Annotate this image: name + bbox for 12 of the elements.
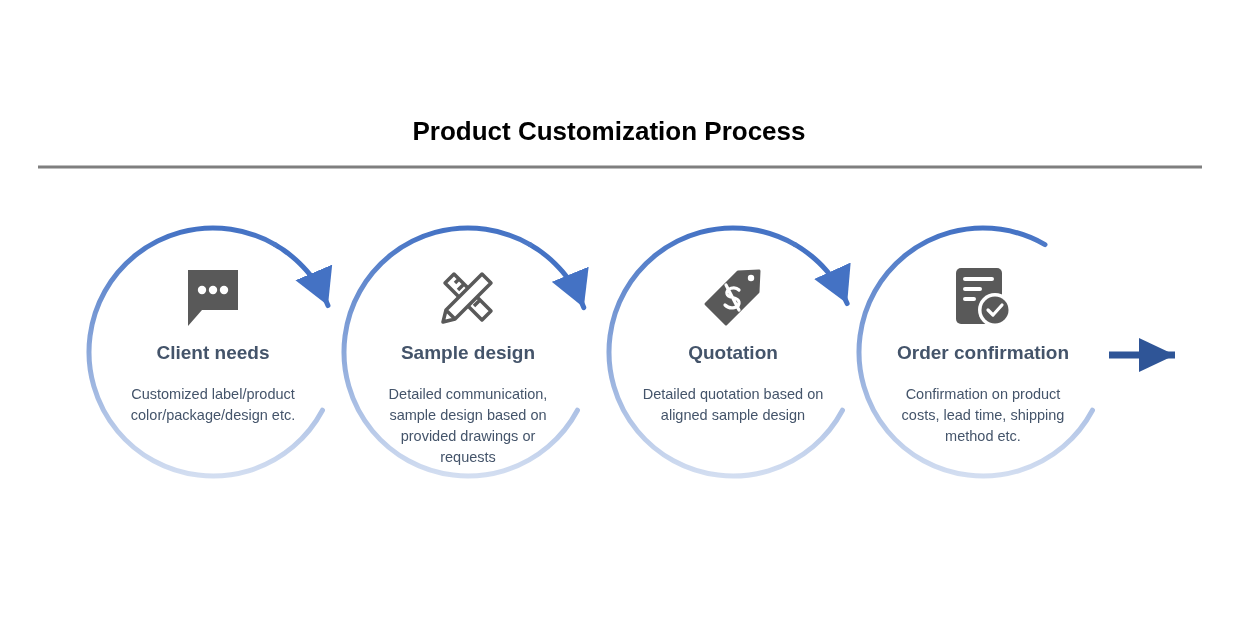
- arrow: [527, 242, 589, 311]
- arrow: [272, 242, 333, 309]
- step-title: Sample design: [399, 342, 537, 364]
- step-description: Confirmation on product costs, lead time, shipping method etc.: [900, 385, 1066, 446]
- step-title: Order confirmation: [895, 342, 1071, 364]
- step-title: Client needs: [155, 342, 271, 364]
- diagram-title: Product Customization Process: [411, 116, 807, 147]
- step-description: Detailed quotation based on aligned sample design: [641, 385, 825, 425]
- arrow: [792, 242, 851, 307]
- step-description: Detailed communication, sample design based on provided drawings or requests: [387, 385, 549, 467]
- step-description: Customized label/product color/package/design etc.: [129, 385, 297, 425]
- step-title: Quotation: [687, 342, 779, 364]
